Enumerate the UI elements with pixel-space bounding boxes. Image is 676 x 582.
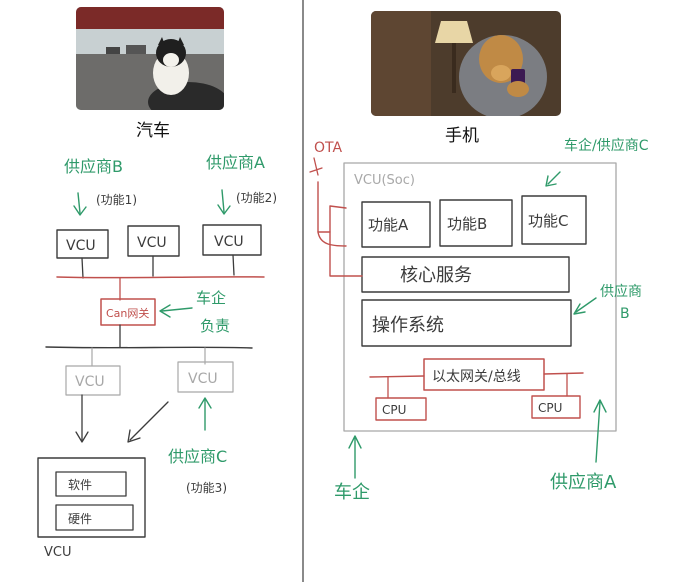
phone-caption: 手机 — [445, 126, 479, 146]
soc-outer-box — [343, 162, 617, 432]
phone-photo — [371, 11, 561, 116]
function-a-box — [361, 201, 431, 248]
ethernet-label: 以太网关/总线 — [432, 369, 521, 385]
core-service-box — [361, 256, 570, 293]
function-b-label: 功能B — [447, 215, 487, 233]
soc-label: VCU(Soc) — [354, 173, 415, 188]
software-box — [55, 471, 127, 497]
oem-label: 车企 — [334, 482, 370, 503]
can-gateway-label: Can网关 — [106, 306, 149, 320]
hardware-label: 硬件 — [68, 512, 92, 526]
right-supplier-b-label-1: 供应商 — [600, 283, 642, 300]
function-a-label: 功能A — [368, 216, 409, 234]
center-divider — [302, 0, 304, 582]
vcu-bottom-2-label: VCU — [188, 371, 218, 387]
cpu-box-1 — [375, 397, 427, 421]
right-supplier-a-label: 供应商A — [550, 472, 617, 493]
car-caption: 汽车 — [136, 121, 170, 141]
right-supplier-wheel-label: 车企/供应商C — [564, 137, 649, 154]
vcu-top-3-label: VCU — [214, 234, 244, 250]
left-supplier-c-func: (功能3) — [186, 481, 227, 495]
left-supplier-c-label: 供应商C — [168, 447, 227, 466]
oem-note-line1: 车企 — [196, 289, 226, 307]
vcu-bottom-1 — [65, 365, 121, 396]
function-b-box — [439, 199, 513, 247]
function-c-label: 功能C — [528, 212, 568, 230]
vcu-bottom-1-label: VCU — [75, 374, 105, 390]
core-service-label: 核心服务 — [400, 265, 472, 286]
can-gateway-box — [100, 298, 156, 326]
left-supplier-a-func: (功能2) — [236, 191, 277, 205]
vcu-detail-label: VCU — [44, 545, 72, 560]
vcu-bottom-2 — [177, 361, 234, 393]
os-box — [361, 299, 572, 347]
function-c-box — [521, 195, 587, 245]
left-supplier-b-label: 供应商B — [64, 157, 123, 176]
vcu-top-2-label: VCU — [137, 235, 167, 251]
hardware-box — [55, 504, 134, 531]
ota-label: OTA — [314, 140, 342, 156]
left-supplier-a-label: 供应商A — [206, 153, 265, 172]
oem-note-line2: 负责 — [200, 317, 230, 335]
cpu-1-label: CPU — [382, 403, 406, 417]
vcu-detail-box — [37, 457, 146, 538]
car-photo — [76, 7, 224, 110]
os-label: 操作系统 — [372, 315, 444, 336]
vcu-top-1-label: VCU — [66, 238, 96, 254]
right-supplier-b-label-2: B — [620, 306, 630, 322]
cpu-2-label: CPU — [538, 401, 562, 415]
cpu-box-2 — [531, 395, 581, 419]
left-supplier-b-func: (功能1) — [96, 193, 137, 207]
vcu-top-3 — [202, 224, 262, 256]
software-label: 软件 — [68, 478, 92, 492]
